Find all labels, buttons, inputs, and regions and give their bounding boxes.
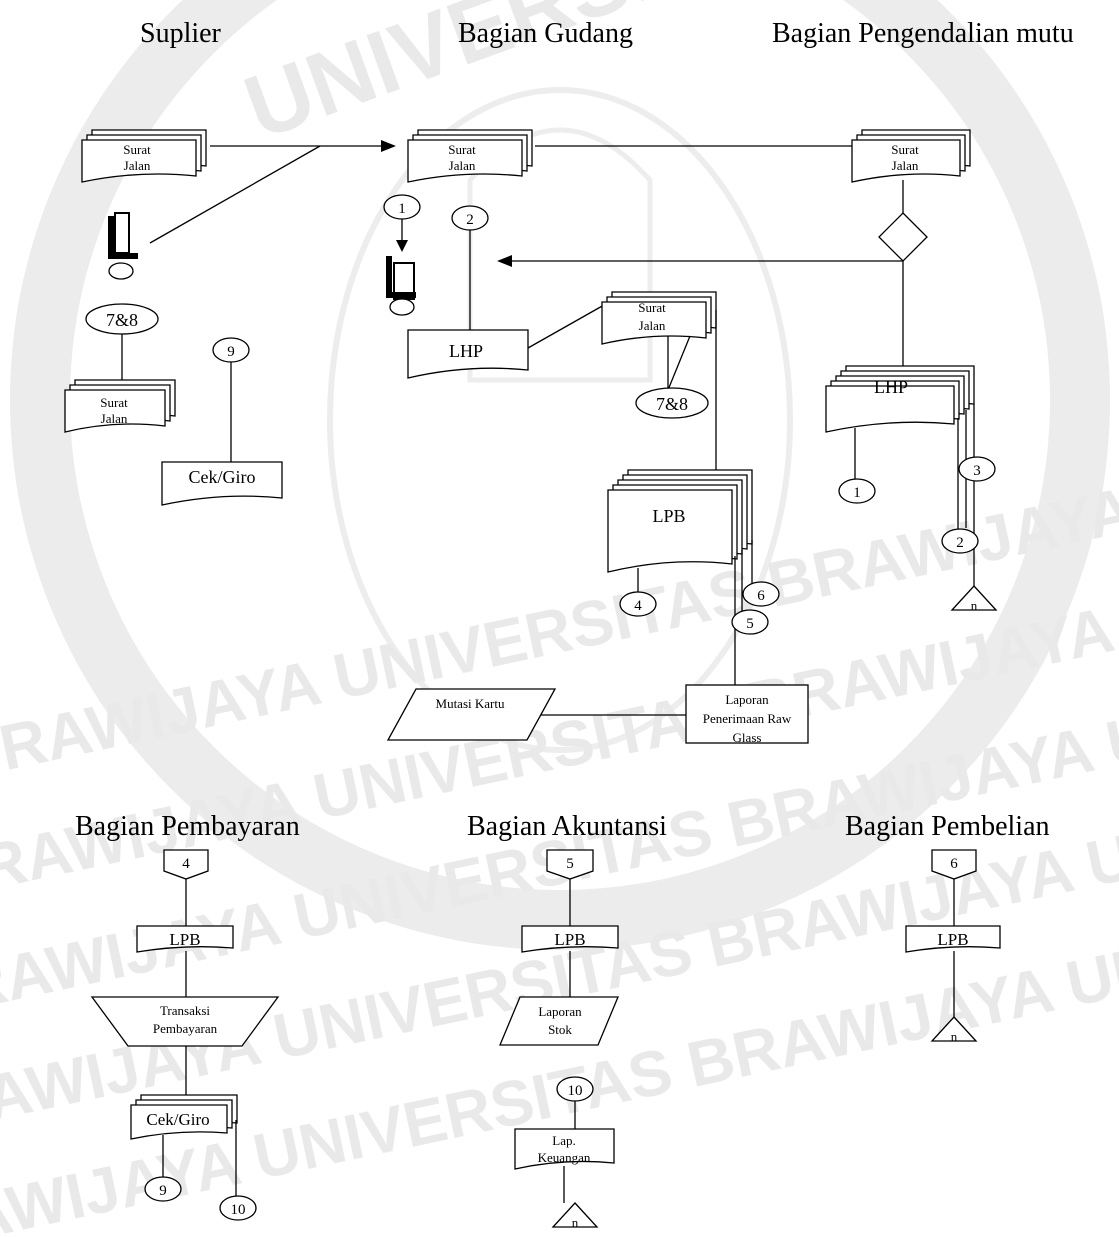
svg-text:LHP: LHP [874,377,908,397]
svg-text:Pembayaran: Pembayaran [153,1021,218,1036]
suplier-surat-jalan-final: Surat Jalan [65,380,175,432]
svg-text:1: 1 [853,485,861,501]
gudang-surat-jalan: Surat Jalan [408,130,532,182]
svg-text:Stok: Stok [548,1022,572,1037]
svg-text:4: 4 [634,598,642,614]
mutu-decision-diamond [879,213,927,261]
svg-text:7&8: 7&8 [106,310,138,330]
gudang-connector-78: 7&8 [636,388,708,418]
heading-pembayaran: Bagian Pembayaran [75,811,300,842]
svg-text:LPB: LPB [652,506,685,526]
svg-text:10: 10 [568,1083,583,1099]
gudang-laporan-penerimaan: Laporan Penerimaan Raw Glass [686,685,808,745]
svg-text:Jalan: Jalan [449,158,476,173]
pembelian-lpb: LPB [906,926,1000,952]
arrowhead [381,140,396,152]
heading-akuntansi: Bagian Akuntansi [467,811,667,842]
heading-mutu: Bagian Pengendalian mutu [772,18,1074,49]
svg-text:Penerimaan Raw: Penerimaan Raw [703,711,792,726]
svg-text:Cek/Giro: Cek/Giro [189,467,256,487]
svg-text:n: n [572,1215,579,1230]
svg-text:10: 10 [231,1202,246,1218]
mutu-connector-3: 3 [959,457,995,481]
suplier-connector-9: 9 [213,338,249,362]
gudang-connector-1: 1 [384,195,420,219]
gudang-surat-jalan-2: Surat Jalan [602,292,716,344]
svg-text:5: 5 [746,616,754,632]
gudang-mutasi-kartu: Mutasi Kartu [388,689,555,740]
svg-text:Jalan: Jalan [101,411,128,426]
svg-text:Laporan: Laporan [725,692,769,707]
mutu-connector-2: 2 [942,529,978,553]
svg-text:Keuangan: Keuangan [538,1150,591,1165]
heading-suplier: Suplier [140,18,222,49]
svg-text:LPB: LPB [554,930,585,949]
svg-text:Surat: Surat [100,395,128,410]
gudang-connector-2: 2 [452,206,488,230]
svg-text:LHP: LHP [449,341,483,361]
akuntansi-lap-keuangan: Lap. Keuangan [515,1129,614,1169]
gudang-lpb: LPB [608,470,752,572]
suplier-archive-file [108,213,138,279]
svg-text:LPB: LPB [937,930,968,949]
doc-label-line1: Surat [123,142,151,157]
suplier-connector-78: 7&8 [86,304,158,334]
svg-text:4: 4 [182,856,190,872]
mutu-offpage-n: n [952,586,996,613]
pembayaran-connector-9: 9 [145,1177,181,1201]
akuntansi-connector-10: 10 [557,1077,593,1101]
svg-text:Laporan: Laporan [538,1004,582,1019]
arrowhead [497,255,512,267]
svg-text:5: 5 [566,856,574,872]
svg-text:3: 3 [973,463,981,479]
svg-text:9: 9 [227,344,235,360]
svg-text:Surat: Surat [891,142,919,157]
svg-text:2: 2 [466,212,474,228]
heading-pembelian: Bagian Pembelian [845,811,1050,842]
svg-text:9: 9 [159,1183,167,1199]
svg-text:7&8: 7&8 [656,394,688,414]
svg-text:Jalan: Jalan [639,318,666,333]
svg-text:Cek/Giro: Cek/Giro [146,1110,209,1129]
svg-text:1: 1 [398,201,406,217]
svg-text:2: 2 [956,535,964,551]
gudang-connector-4: 4 [620,592,656,616]
mutu-connector-1: 1 [839,479,875,503]
gudang-connector-6: 6 [743,582,779,606]
svg-text:Transaksi: Transaksi [160,1003,210,1018]
akuntansi-laporan-stok: Laporan Stok [500,997,618,1045]
svg-text:6: 6 [950,856,958,872]
svg-text:Surat: Surat [448,142,476,157]
svg-text:6: 6 [757,588,765,604]
pembayaran-connector-10: 10 [220,1196,256,1220]
svg-text:LPB: LPB [169,930,200,949]
svg-text:Mutasi Kartu: Mutasi Kartu [436,696,505,711]
svg-text:n: n [971,598,978,613]
pembayaran-offpage-4: 4 [164,850,208,879]
gudang-archive-file [386,256,416,315]
mutu-surat-jalan: Surat Jalan [852,130,970,182]
svg-text:Jalan: Jalan [892,158,919,173]
heading-gudang: Bagian Gudang [458,18,633,49]
gudang-connector-5: 5 [732,610,768,634]
akuntansi-offpage-n: n [553,1203,597,1230]
svg-text:Lap.: Lap. [552,1133,575,1148]
doc-label-line2: Jalan [124,158,151,173]
suplier-cek-giro: Cek/Giro [162,462,282,505]
svg-text:Glass: Glass [733,730,762,745]
svg-text:n: n [951,1029,958,1044]
suplier-surat-jalan: Surat Jalan [82,130,206,182]
mutu-lhp: LHP [826,366,974,432]
pembayaran-cek-giro: Cek/Giro [131,1095,237,1139]
svg-text:Surat: Surat [638,300,666,315]
